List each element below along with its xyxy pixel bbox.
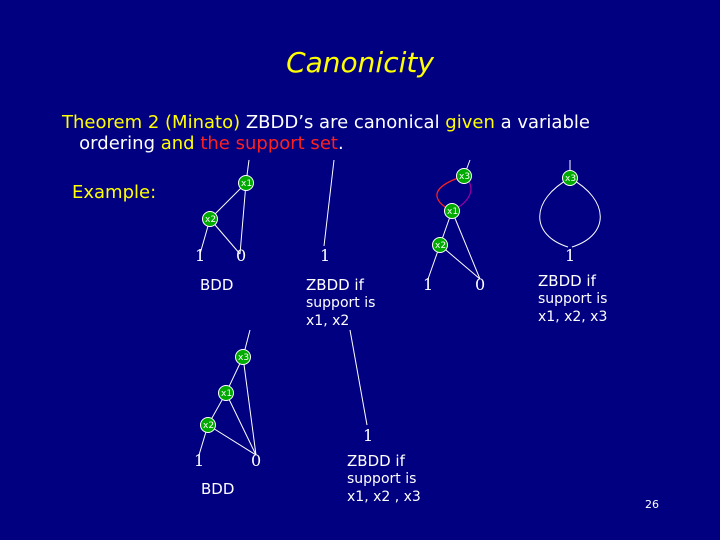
diagram-bdd-top: x1 x2 1 0 <box>195 159 254 265</box>
node-x2-label: x2 <box>203 421 214 431</box>
node-x1: x1 <box>444 203 460 219</box>
theorem-support-set: the support set <box>200 133 338 154</box>
node-x3-label: x3 <box>238 353 249 363</box>
node-x3: x3 <box>456 168 472 184</box>
node-x2-label: x2 <box>205 215 216 225</box>
terminal-one: 1 <box>423 275 433 294</box>
edge-x1-0 <box>239 182 247 255</box>
node-x1: x1 <box>218 385 234 401</box>
node-x1-label: x1 <box>221 389 232 399</box>
node-x3-label: x3 <box>459 172 470 182</box>
caption-zbdd-bottom: ZBDD if support is x1, x2 , x3 <box>347 452 421 506</box>
terminal-zero: 0 <box>236 246 246 265</box>
theorem-ordering: ordering <box>79 133 161 154</box>
theorem-text: Theorem 2 (Minato) ZBDD’s are canonical … <box>62 112 682 154</box>
caption-line-1: ZBDD if <box>347 452 405 470</box>
edge-root-1 <box>323 159 335 247</box>
caption-line-1: ZBDD if <box>306 276 364 294</box>
terminal-one: 1 <box>363 426 373 445</box>
slide-title: Canonicity <box>286 46 434 79</box>
theorem-period: . <box>337 133 344 154</box>
node-x2-label: x2 <box>435 241 446 251</box>
example-label: Example: <box>72 182 157 203</box>
caption-line-2: support is <box>347 471 417 487</box>
caption-line-1: ZBDD if <box>538 272 596 290</box>
node-x3: x3 <box>235 349 251 365</box>
edge-x2-0 <box>439 244 481 280</box>
node-x3: x3 <box>562 170 578 186</box>
caption-line-3: x1, x2 , x3 <box>347 489 421 505</box>
edge-x2-0 <box>207 424 257 456</box>
caption-line-2: support is <box>538 291 608 307</box>
theorem-statement-end: a variable <box>494 112 590 133</box>
theorem-given: given <box>445 112 495 133</box>
edge-x1-0 <box>451 210 481 280</box>
node-x1: x1 <box>238 175 254 191</box>
diagram-bdd-bottom: x3 x1 x2 1 0 <box>194 329 261 470</box>
edge-x1-x2 <box>209 182 247 220</box>
theorem-author: (Minato) <box>165 112 241 133</box>
diagram-zbdd-12: 1 <box>320 159 335 265</box>
terminal-one: 1 <box>195 246 205 265</box>
caption-zbdd-123: ZBDD if support is x1, x2, x3 <box>538 272 607 326</box>
edge-x1-0 <box>225 392 257 456</box>
diagram-zbdd-123: x3 x1 x2 1 0 <box>423 159 485 294</box>
page-number: 26 <box>645 498 659 511</box>
caption-line-2: support is <box>306 295 376 311</box>
theorem-number: Theorem 2 <box>62 112 160 133</box>
node-x1-label: x1 <box>241 179 252 189</box>
terminal-one: 1 <box>194 451 204 470</box>
theorem-and: and <box>160 133 195 154</box>
terminal-one: 1 <box>320 246 330 265</box>
caption-bdd-bottom: BDD <box>201 480 235 498</box>
edge-root-1 <box>349 329 368 426</box>
terminal-one: 1 <box>565 246 575 265</box>
node-x2: x2 <box>432 237 448 253</box>
terminal-zero: 0 <box>475 275 485 294</box>
caption-line-3: x1, x2, x3 <box>538 309 608 325</box>
diagram-zbdd-x3-loop: x3 1 <box>539 160 601 265</box>
caption-zbdd-12: ZBDD if support is x1, x2 <box>306 276 375 330</box>
caption-bdd-top: BDD <box>200 276 234 294</box>
node-x3-label: x3 <box>565 174 576 184</box>
edge-x3-low <box>539 177 571 248</box>
edge-x3-high <box>569 177 601 248</box>
node-x2: x2 <box>202 211 218 227</box>
theorem-statement: ZBDD’s are canonical <box>240 112 446 133</box>
caption-line-3: x1, x2 <box>306 313 350 329</box>
node-x2: x2 <box>200 417 216 433</box>
node-x1-label: x1 <box>447 207 458 217</box>
edge-x3-0 <box>242 356 257 456</box>
terminal-zero: 0 <box>251 451 261 470</box>
diagram-zbdd-bottom: 1 <box>349 329 373 445</box>
